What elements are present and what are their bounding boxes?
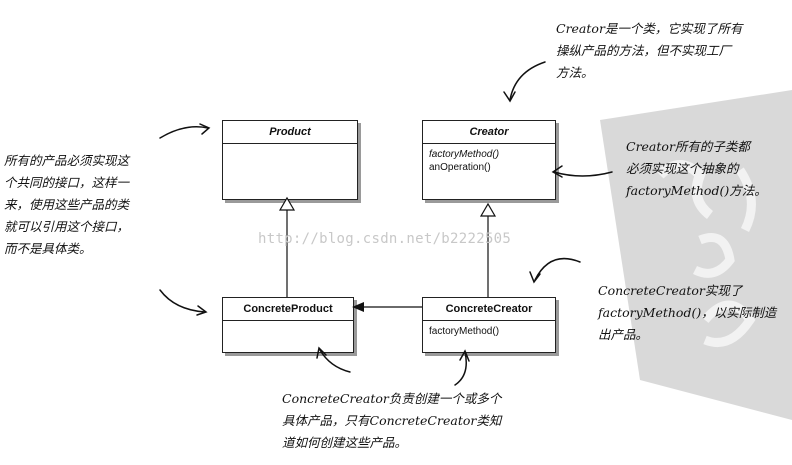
creator-class-title: Creator <box>423 121 555 144</box>
note-arrow-bottom-right <box>454 351 467 386</box>
association-arrowhead <box>352 302 364 312</box>
concrete-product-class-title: ConcreteProduct <box>223 298 353 321</box>
note-arrow-right-lower <box>534 257 581 281</box>
concrete-creator-factory-method: factoryMethod() <box>429 326 500 337</box>
inheritance-arrowhead-creator <box>479 202 497 217</box>
concrete-creator-class-title: ConcreteCreator <box>423 298 555 321</box>
creator-an-operation: anOperation() <box>429 162 491 173</box>
creator-class-box: Creator factoryMethod() anOperation() <box>422 120 556 200</box>
note-arrow-top-right <box>509 61 546 101</box>
note-arrow-left-top <box>159 126 209 139</box>
watermark-url: http://blog.csdn.net/b2222505 <box>258 231 512 247</box>
product-class-title: Product <box>223 121 357 144</box>
note-right-middle: Creator所有的子类都 必须实现这个抽象的 factoryMethod()方… <box>626 139 767 198</box>
note-top-right: Creator是一个类，它实现了所有 操纵产品的方法，但不实现工厂 方法。 <box>556 21 743 80</box>
note-right-lower: ConcreteCreator实现了 factoryMethod()，以实际制造… <box>598 283 777 342</box>
note-arrow-right-middle <box>553 171 613 177</box>
creator-factory-method: factoryMethod() <box>429 149 500 160</box>
inheritance-arrowhead-product <box>278 196 296 211</box>
note-arrow-bottom-left <box>319 349 351 373</box>
note-arrow-left-bottom <box>159 289 206 313</box>
product-class-box: Product <box>222 120 358 200</box>
concrete-product-class-box: ConcreteProduct <box>222 297 354 353</box>
concrete-creator-class-box: ConcreteCreator factoryMethod() <box>422 297 556 353</box>
note-left: 所有的产品必须实现这 个共同的接口，这样一 来，使用这些产品的类 就可以引用这个… <box>4 153 130 256</box>
note-bottom: ConcreteCreator负责创建一个或多个 具体产品，只有Concrete… <box>282 391 502 450</box>
